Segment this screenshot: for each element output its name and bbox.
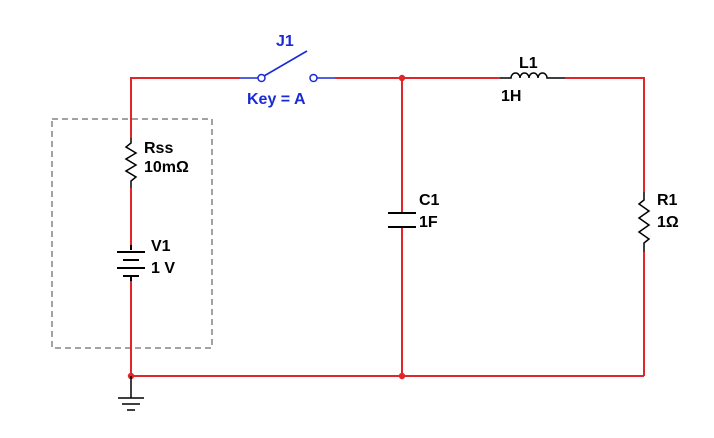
capacitor-value-label: 1F — [419, 214, 438, 231]
junction-dot-top — [398, 74, 406, 82]
rss-zigzag — [124, 138, 138, 188]
wire-top-left — [130, 77, 240, 138]
v1-value-label: 1 V — [151, 260, 175, 277]
inductor-l1 — [500, 72, 565, 79]
ground-icon — [118, 376, 144, 411]
switch-contact-left — [257, 73, 266, 83]
inductor-name-label: L1 — [519, 55, 538, 72]
v1-name-label: V1 — [151, 238, 171, 255]
battery-v1 — [117, 245, 145, 281]
wire-top-right — [565, 77, 645, 192]
resistor-r1 — [637, 192, 651, 252]
switch-key-label: Key = A — [247, 91, 306, 108]
rss-value-label: 10mΩ — [144, 159, 189, 176]
inductor-coil — [500, 72, 565, 79]
capacitor-name-label: C1 — [419, 192, 440, 209]
r1-name-label: R1 — [657, 192, 678, 209]
inductor-value-label: 1H — [501, 88, 521, 105]
wires — [130, 77, 645, 377]
switch-blade — [263, 50, 308, 77]
capacitor-c1 — [388, 212, 416, 228]
switch-contact-right — [309, 73, 318, 83]
switch-name-label: J1 — [276, 33, 294, 50]
r1-zigzag — [637, 192, 651, 252]
resistor-rss — [124, 138, 138, 188]
junction-dot-cap-bottom — [398, 372, 406, 380]
rss-name-label: Rss — [144, 140, 173, 157]
r1-value-label: 1Ω — [657, 214, 679, 231]
switch-j1[interactable] — [240, 50, 335, 83]
